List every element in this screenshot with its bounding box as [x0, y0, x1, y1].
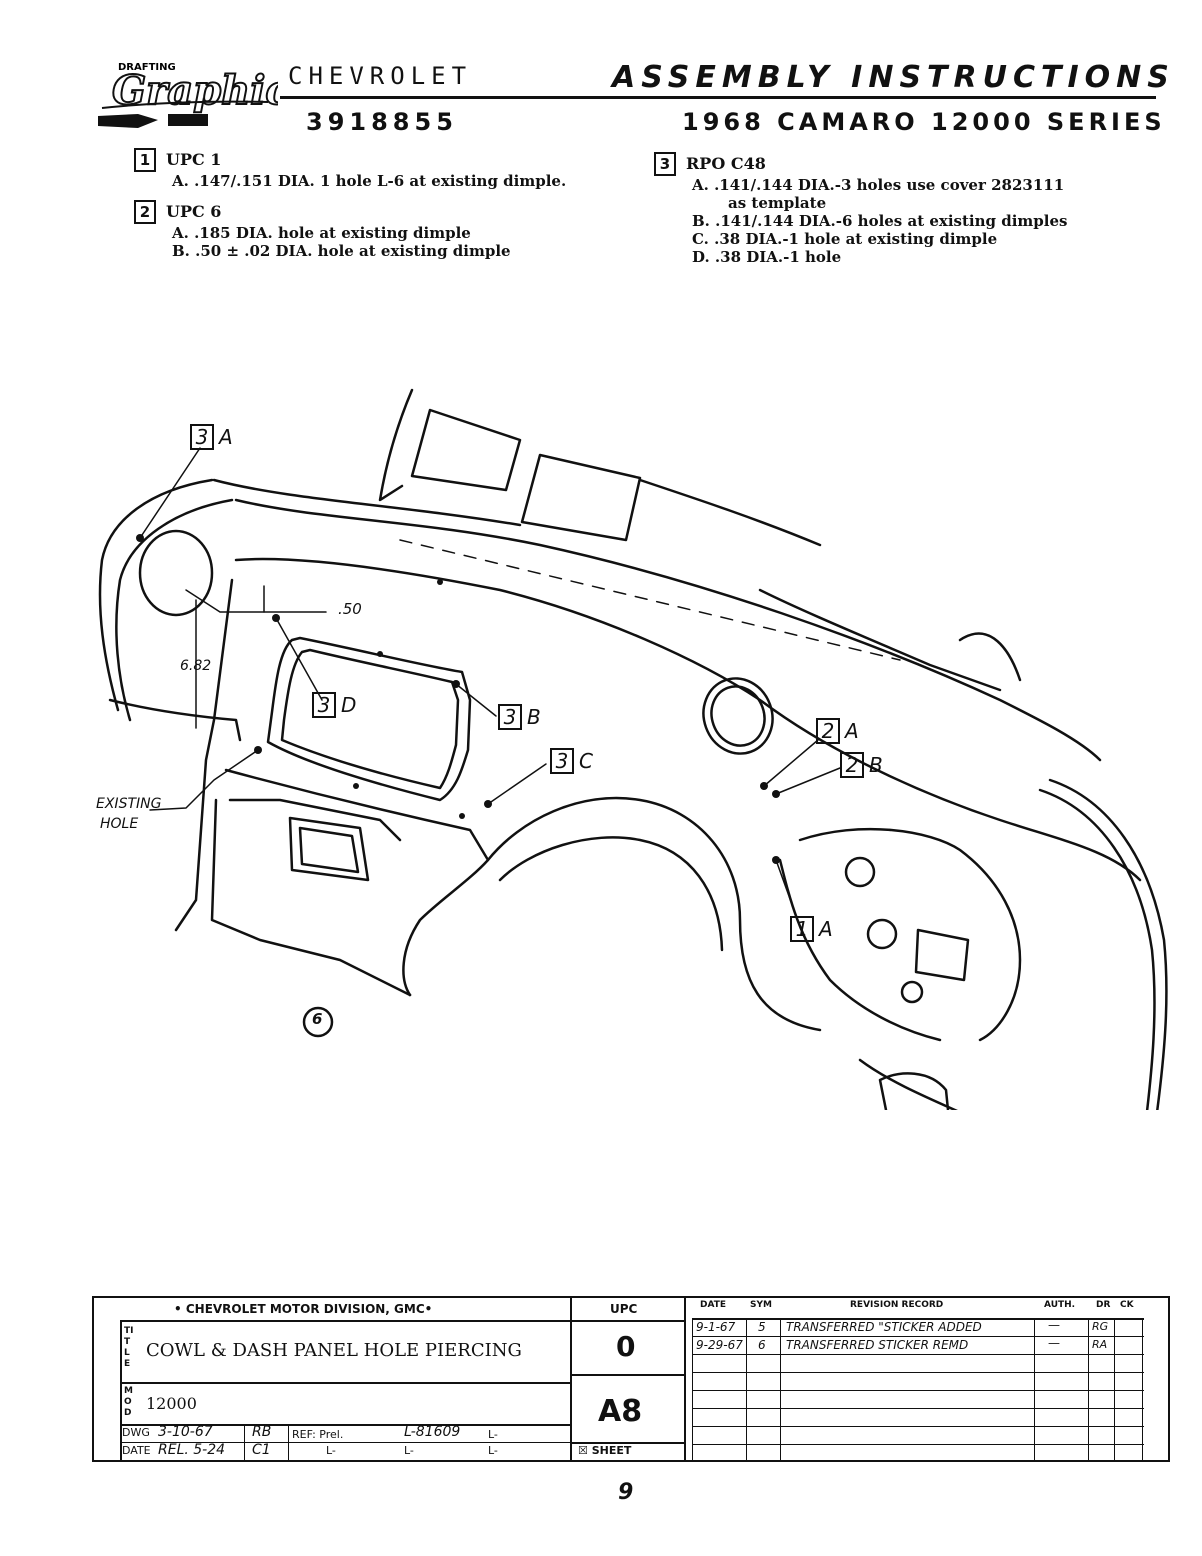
existing-hole-label-1: EXISTING — [96, 796, 162, 812]
rev2-sym: 6 — [758, 1338, 766, 1352]
sheet-label: ☒ SHEET — [578, 1444, 632, 1457]
date-initials: C1 — [252, 1442, 271, 1458]
rev-auth-header: AUTH. — [1044, 1300, 1076, 1310]
rev2-date: 9-29-67 — [696, 1338, 743, 1352]
dwg-initials: RB — [252, 1424, 272, 1440]
instruction-upc6: 2 UPC 6 A. .185 DIA. hole at existing dim… — [134, 200, 511, 260]
rev1-sym: 5 — [758, 1320, 766, 1334]
ref-l4: L- — [488, 1428, 498, 1441]
upc1-title: UPC 1 — [166, 150, 222, 169]
rpo-title: RPO C48 — [686, 154, 766, 173]
ref-l2: L- — [404, 1444, 414, 1457]
dwg-label: DWG — [122, 1426, 150, 1439]
rpo-number-box: 3 — [654, 152, 676, 176]
rpo-line-a: A. .141/.144 DIA.-3 holes use cover 2823… — [692, 176, 1065, 194]
upc6-number-box: 2 — [134, 200, 156, 224]
cowl-dash-panel-drawing — [98, 388, 1168, 1110]
svg-text:Graphic: Graphic — [112, 67, 278, 114]
rpo-line-c: C. .38 DIA.-1 hole at existing dimple — [692, 230, 998, 248]
rev-record-header: REVISION RECORD — [850, 1300, 944, 1310]
dwg-date: 3-10-67 — [158, 1424, 213, 1440]
upc1-line-a: A. .147/.151 DIA. 1 hole L-6 at existing… — [172, 172, 567, 190]
upc1-number-box: 1 — [134, 148, 156, 172]
drafting-graphic-logo: DRAFTING Graphic — [98, 62, 278, 128]
page-number: 9 — [618, 1480, 634, 1505]
ref-label: REF: Prel. — [292, 1428, 344, 1441]
upc6-line-b: B. .50 ± .02 DIA. hole at existing dimpl… — [172, 242, 511, 260]
title-vertical-label: TITLE — [124, 1326, 134, 1369]
date-label: DATE — [122, 1444, 151, 1457]
instruction-upc1: 1 UPC 1 A. .147/.151 DIA. 1 hole L-6 at e… — [134, 148, 566, 190]
upc6-line-a: A. .185 DIA. hole at existing dimple — [172, 224, 471, 242]
dimension-682-label: 6.82 — [180, 658, 212, 674]
drawing-title: COWL & DASH PANEL HOLE PIERCING — [146, 1340, 522, 1361]
ref-l1: L- — [326, 1444, 336, 1457]
doc-type-title: ASSEMBLY INSTRUCTIONS — [612, 60, 1175, 95]
upc-value: 0 — [616, 1330, 636, 1363]
ref-l3: L-81609 — [404, 1424, 461, 1440]
rpo-line-d: D. .38 DIA.-1 hole — [692, 248, 842, 266]
rev1-dr: RG — [1092, 1320, 1109, 1333]
rev1-record: TRANSFERRED "STICKER ADDED — [786, 1320, 982, 1334]
rev-ck-header: CK — [1120, 1300, 1134, 1310]
division-label: • CHEVROLET MOTOR DIVISION, GMC• — [174, 1302, 433, 1316]
model-vertical-label: MOD — [124, 1386, 133, 1418]
part-number: 3918855 — [306, 108, 458, 136]
circled-6-mark: 6 — [312, 1010, 323, 1028]
model-number: 12000 — [146, 1394, 197, 1413]
rpo-line-b: B. .141/.144 DIA.-6 holes at existing di… — [692, 212, 1068, 230]
rev2-auth: — — [1048, 1336, 1060, 1350]
ref-l5: L- — [488, 1444, 498, 1457]
rev-sym-header: SYM — [750, 1300, 772, 1310]
dimension-50-label: .50 — [338, 600, 362, 618]
svg-text:DRAFTING: DRAFTING — [118, 62, 176, 73]
page-code: A8 — [598, 1394, 643, 1429]
rev2-record: TRANSFERRED STICKER REMD — [786, 1338, 969, 1352]
rpo-line-a-cont: as template — [728, 194, 827, 212]
upc-label: UPC — [610, 1302, 638, 1316]
series-title: 1968 CAMARO 12000 SERIES — [682, 108, 1166, 136]
release-date: REL. 5-24 — [158, 1442, 226, 1458]
upc6-title: UPC 6 — [166, 202, 222, 221]
header-rule — [280, 96, 1156, 99]
rev-date-header: DATE — [700, 1300, 727, 1310]
rev1-auth: — — [1048, 1318, 1060, 1332]
rev2-dr: RA — [1092, 1338, 1108, 1351]
existing-hole-label-2: HOLE — [100, 816, 139, 832]
rev-dr-header: DR — [1096, 1300, 1111, 1310]
instruction-rpo-c48: 3 RPO C48 A. .141/.144 DIA.-3 holes use c… — [654, 152, 1067, 266]
rev1-date: 9-1-67 — [696, 1320, 736, 1334]
title-block: • CHEVROLET MOTOR DIVISION, GMC• TITLE C… — [92, 1296, 1170, 1462]
brand-name: CHEVROLET — [288, 62, 473, 90]
